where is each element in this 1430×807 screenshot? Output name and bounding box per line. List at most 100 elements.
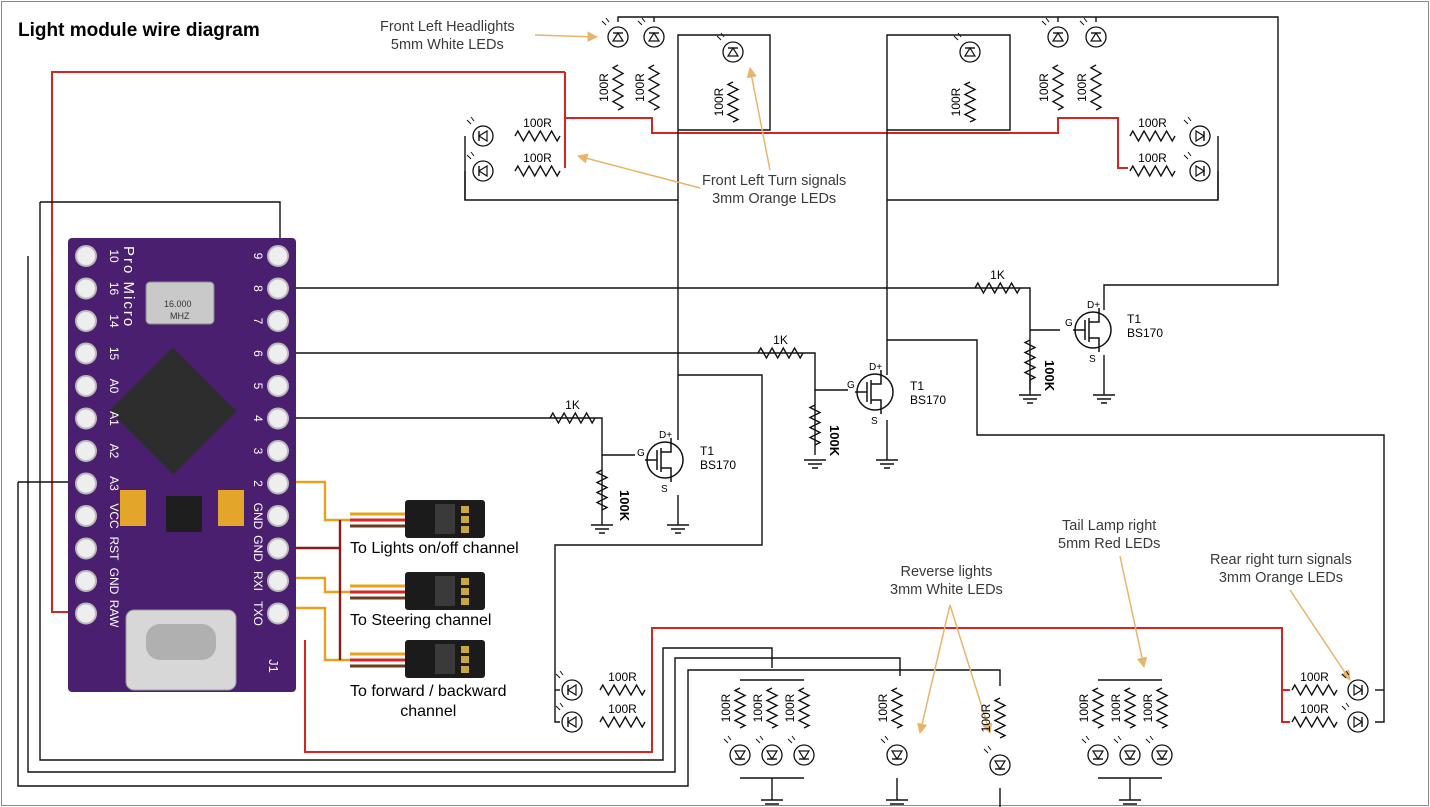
- res-pulldown-2: [808, 404, 822, 446]
- tail-left-res-2-label: 100R: [751, 693, 765, 722]
- led-front-right-turn-2: [1183, 151, 1211, 182]
- tail-label: Tail Lamp right 5mm Red LEDs: [1058, 517, 1160, 553]
- mosfet-3-drain: D+: [1087, 300, 1100, 311]
- tail-right-res-2-label: 100R: [1109, 693, 1123, 722]
- tail-right-gnd: [1119, 799, 1141, 805]
- res-gate-2-label: 1K: [773, 333, 788, 347]
- servo-connector-2: [350, 572, 485, 610]
- led-rear-right-turn-2: [1341, 702, 1369, 733]
- tail-left-res-3-label: 100R: [783, 693, 797, 722]
- black-wiring: [17, 16, 1385, 787]
- pin-right-label-6: 4: [251, 415, 265, 422]
- pin-left-label-5: A0: [107, 379, 121, 394]
- forward-channel-label: To forward / backward channel: [350, 682, 507, 722]
- pin-right-12: [267, 602, 289, 625]
- mosfet-2-name: T1: [910, 379, 924, 393]
- res-front-turn-1-label: 100R: [523, 116, 552, 130]
- res-pulldown-2-label: 100K: [827, 425, 842, 457]
- reverse-1-led-1: [880, 735, 908, 766]
- led-front-turn-top: [716, 32, 744, 63]
- res-front-right-hl-2: 100R: [1075, 64, 1103, 111]
- res-rear-left-turn-2-label: 100R: [608, 702, 637, 716]
- res-pulldown-3: [1023, 339, 1037, 381]
- tail-right-led-2: [1113, 735, 1141, 766]
- pin-left-3: [75, 310, 97, 332]
- tail-title: Tail Lamp right: [1062, 518, 1157, 534]
- mosfet-3-name: T1: [1127, 312, 1141, 326]
- reverse-1-res-1: 100R: [876, 687, 904, 729]
- res-gate-2: 1K: [757, 333, 804, 360]
- res-rear-left-turn-1: 100R: [599, 670, 646, 697]
- res-rear-right-turn-1: 100R: [1291, 670, 1338, 697]
- pin-right-5: [267, 375, 289, 397]
- mosfet-1-model: BS170: [700, 458, 736, 472]
- pin-left-label-7: A2: [107, 444, 121, 459]
- res-front-right-hl-2-label: 100R: [1075, 73, 1089, 102]
- res-front-turn-top: 100R: [712, 81, 740, 123]
- mosfet-1-drain: D+: [659, 430, 672, 441]
- led-front-headlight-1: [601, 17, 629, 48]
- front-headlights-title: Front Left Headlights: [380, 19, 515, 35]
- front-headlights-type: 5mm White LEDs: [390, 37, 504, 53]
- pin-left-label-9: VCC: [107, 503, 121, 529]
- led-front-right-turn-1: [1183, 116, 1211, 147]
- res-pulldown-3-label: 100K: [1042, 360, 1057, 392]
- rear-turn-type: 3mm Orange LEDs: [1218, 570, 1343, 586]
- pin-right-label-10: GND: [251, 535, 265, 562]
- res-rear-right-turn-2: 100R: [1291, 702, 1338, 729]
- pin-right-8: [267, 472, 289, 495]
- pin-right-1: [267, 245, 289, 267]
- rear-turn-title: Rear right turn signals: [1210, 552, 1352, 568]
- pin-right-10: [267, 537, 289, 560]
- mcu-chip: [109, 347, 237, 475]
- reverse-label: Reverse lights 3mm White LEDs: [890, 563, 1003, 599]
- tail-left-gnd: [761, 799, 783, 805]
- gnd-pulldown-1: [591, 524, 613, 534]
- led-front-headlight-2: [637, 17, 665, 48]
- gnd-mosfet-1: [667, 524, 689, 534]
- res-gate-3-label: 1K: [990, 268, 1005, 282]
- crystal: [145, 281, 215, 325]
- res-front-right-turn-2-label: 100R: [1138, 151, 1167, 165]
- tail-left-res-1-label: 100R: [719, 693, 733, 722]
- mosfet-3-model: BS170: [1127, 326, 1163, 340]
- pin-left-7: [75, 440, 97, 462]
- res-front-turn-2: 100R: [514, 151, 561, 178]
- mosfet-1-gate: G: [637, 448, 645, 459]
- pin-left-label-12: RAW: [107, 600, 121, 628]
- forward-channel-line2: channel: [400, 703, 457, 720]
- front-turn-type: 3mm Orange LEDs: [712, 191, 837, 207]
- res-rear-right-turn-1-label: 100R: [1300, 670, 1329, 684]
- reverse-type: 3mm White LEDs: [890, 582, 1003, 598]
- pin-left-8: [75, 472, 97, 495]
- res-rear-right-turn-2-label: 100R: [1300, 702, 1329, 716]
- res-front-right-hl-1-label: 100R: [1037, 73, 1051, 102]
- tail-left-res-1: 100R: [719, 687, 747, 729]
- pin-left-label-3: 14: [107, 314, 121, 328]
- led-front-right-hl-2: [1079, 17, 1107, 48]
- tail-left-led-2: [755, 735, 783, 766]
- tail-left-led-3: [787, 735, 815, 766]
- reverse-2-led-1: [983, 745, 1011, 776]
- led-front-turn-2: [466, 151, 494, 182]
- crystal-freq: 16.000: [164, 299, 192, 309]
- pin-left-label-4: 15: [107, 347, 121, 361]
- pin-right-label-7: 3: [251, 448, 265, 455]
- diagram-title: Light module wire diagram: [18, 20, 260, 41]
- gnd-pulldown-3: [1019, 394, 1041, 404]
- crystal-unit: MHZ: [170, 311, 190, 321]
- pin-left-4: [75, 342, 97, 365]
- pin-right-label-1: 9: [251, 253, 265, 260]
- board-j1: J1: [265, 659, 281, 673]
- reverse-1-gnd: [886, 799, 908, 805]
- regulator: [166, 496, 202, 532]
- pin-left-label-10: RST: [107, 537, 121, 562]
- led-rear-left-turn-2: [555, 702, 583, 733]
- pin-right-label-3: 7: [251, 318, 265, 325]
- pin-right-label-8: 2: [251, 480, 265, 487]
- pin-left-6: [75, 407, 97, 430]
- pin-left-9: [75, 505, 97, 527]
